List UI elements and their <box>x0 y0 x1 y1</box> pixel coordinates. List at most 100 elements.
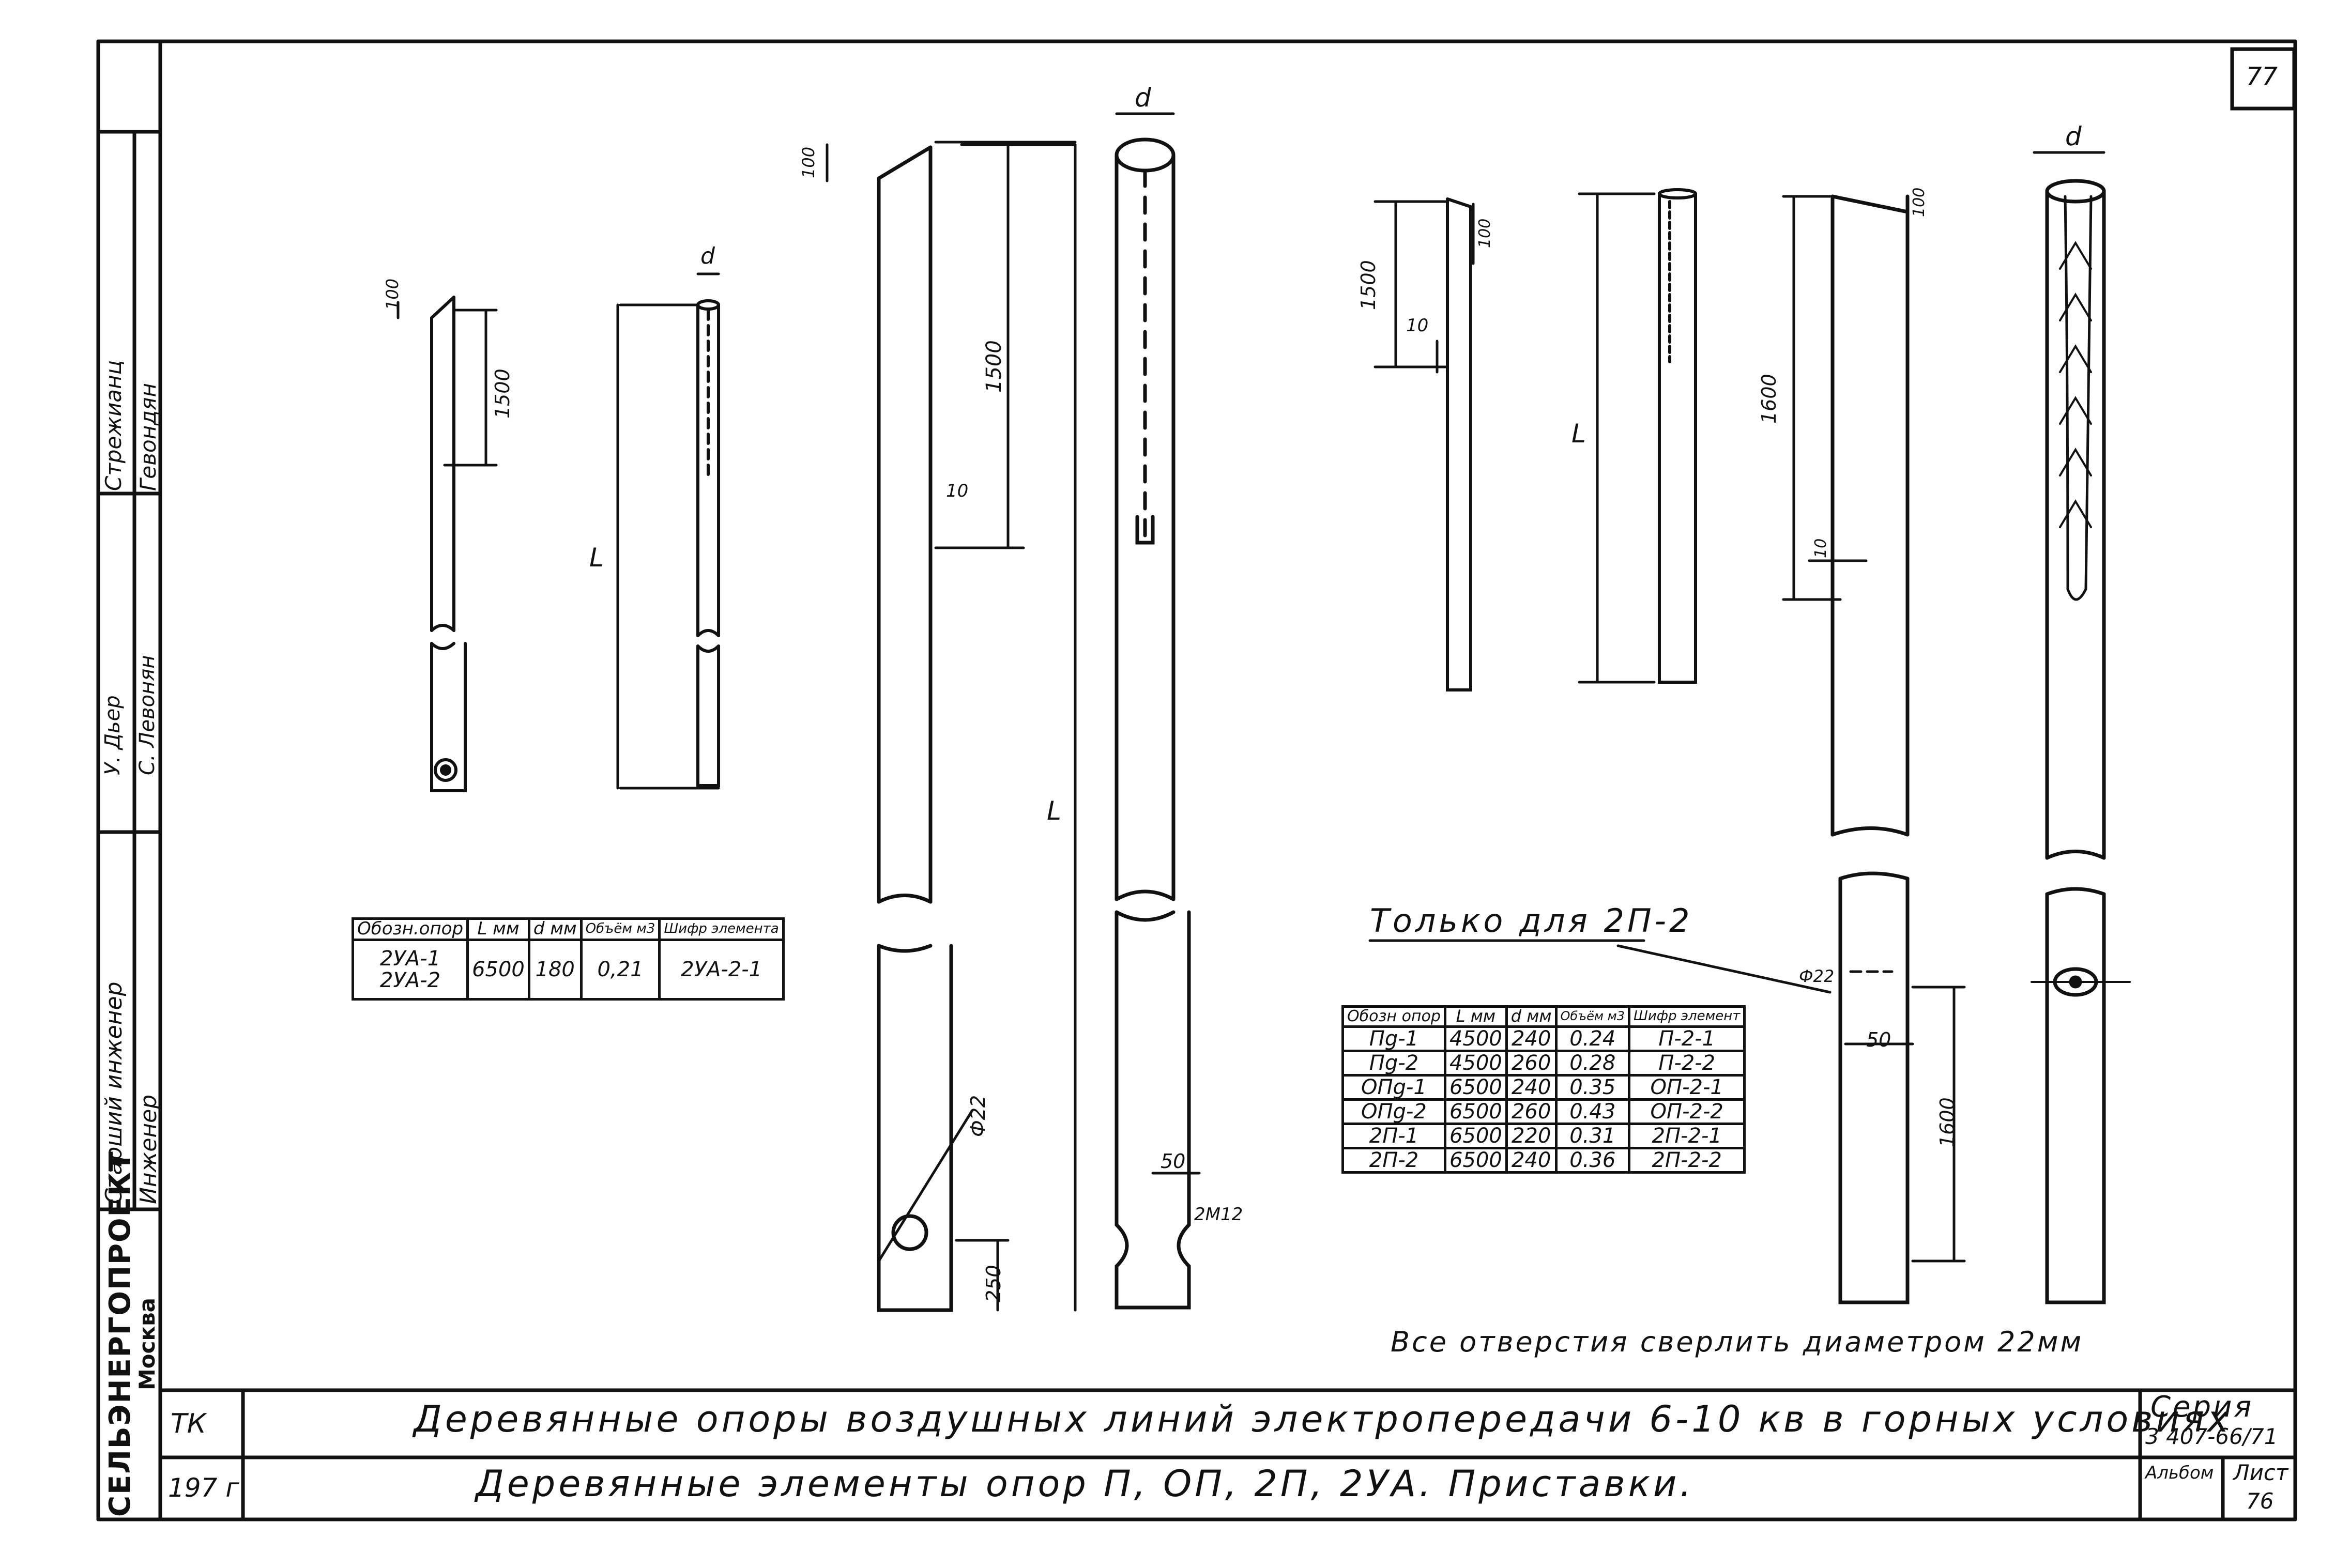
dim-10-b: 10 <box>946 481 969 501</box>
table-cell: 6500 <box>1443 1098 1508 1125</box>
dim-1600-b: 1600 <box>1936 1097 1959 1147</box>
table-cell: 6500 <box>1443 1073 1508 1101</box>
title-main: Деревянные опоры воздушных линий электро… <box>414 1398 2232 1440</box>
dim-d-2ua: d <box>700 243 715 269</box>
dim-1500-a: 1500 <box>491 368 514 419</box>
table-cell: 2П-2-1 <box>1628 1122 1746 1149</box>
dim-50-a: 50 <box>1161 1150 1186 1173</box>
dim-2m12: 2М12 <box>1194 1204 1243 1225</box>
title-year: 197 г <box>168 1473 239 1503</box>
table-header: Шифр элемента <box>658 917 785 941</box>
table-header: d мм <box>527 917 583 941</box>
table-header: d мм <box>1505 1005 1558 1028</box>
dim-50-b: 50 <box>1866 1028 1891 1051</box>
dim-100-c: 100 <box>1476 218 1494 248</box>
series-value: 3 407-66/71 <box>2145 1424 2278 1449</box>
table-cell: 4500 <box>1443 1025 1508 1052</box>
series-label: Серия <box>2150 1390 2254 1424</box>
signature-1: У. Дьер <box>101 695 125 775</box>
table-cell: 6500 <box>1443 1122 1508 1149</box>
table-p-op-2p: Обозн опор L мм d мм Объём м3 Шифр элеме… <box>1341 1005 1746 1174</box>
dim-1500-b: 1500 <box>982 340 1006 393</box>
signer-1: Гевондян <box>135 383 161 491</box>
dim-phi22-b: Ф22 <box>1799 966 1835 986</box>
table-header: Объём м3 <box>1554 1005 1631 1028</box>
org-name: СЕЛЬЭНЕРГОПРОЕКТ <box>103 1150 137 1517</box>
part-pole-round <box>1115 112 1201 1310</box>
part-2ua-full <box>616 272 720 790</box>
table-cell: 240 <box>1505 1025 1558 1052</box>
table-cell: 2П-1 <box>1341 1122 1446 1149</box>
table-cell: 0,21 <box>579 938 661 1001</box>
title-sub: Деревянные элементы опор П, ОП, 2П, 2УА.… <box>476 1463 1695 1505</box>
sheet-frame <box>96 39 2297 1521</box>
table-header: L мм <box>466 917 530 941</box>
album-label: Альбом <box>2145 1463 2214 1483</box>
table-row: Пg-1 4500 240 0.24 П-2-1 <box>1341 1025 1746 1052</box>
title-code: ТК <box>171 1408 206 1439</box>
dim-l-2ua: L <box>589 543 604 573</box>
org-city: Москва <box>134 1298 160 1390</box>
table-cell: 4500 <box>1443 1049 1508 1077</box>
table-cell: Пg-2 <box>1341 1049 1446 1077</box>
table-cell: 0.43 <box>1554 1098 1631 1125</box>
table-row: Обозн опор L мм d мм Объём м3 Шифр элеме… <box>1341 1005 1746 1028</box>
sheet-number: 77 <box>2246 62 2278 91</box>
table-row: 2УА-1 2УА-2 6500 180 0,21 2УА-2-1 <box>351 938 785 1001</box>
table-cell: ОПg-1 <box>1341 1073 1446 1101</box>
table-cell: 2П-2 <box>1341 1146 1446 1174</box>
table-header: Шифр элемент <box>1628 1005 1746 1028</box>
signature-2: С. Левонян <box>135 655 159 775</box>
sheet-label: Лист <box>2233 1460 2288 1485</box>
table-cell: 6500 <box>1443 1146 1508 1174</box>
dim-d-round: d <box>1135 83 1151 113</box>
part-thin-long <box>1578 188 1697 684</box>
dim-l-pole: L <box>1047 796 1061 826</box>
role-senior-engineer: Старший инженер <box>101 981 127 1204</box>
table-row: 2П-1 6500 220 0.31 2П-2-1 <box>1341 1122 1746 1149</box>
table-cell: ОП-2-2 <box>1628 1098 1746 1125</box>
dim-250: 250 <box>982 1265 1005 1302</box>
table-cell: 180 <box>527 938 583 1001</box>
dim-10-d: 10 <box>1812 538 1830 558</box>
part-pd-small <box>1373 197 1475 691</box>
dim-1500-c: 1500 <box>1357 260 1380 310</box>
dim-1600-a: 1600 <box>1758 374 1780 424</box>
table-cell: 2УА-2-1 <box>658 938 785 1001</box>
table-cell: 240 <box>1505 1146 1558 1174</box>
table-cell: 260 <box>1505 1098 1558 1125</box>
table-row: 2П-2 6500 240 0.36 2П-2-2 <box>1341 1146 1746 1174</box>
dim-100-b: 100 <box>799 146 818 178</box>
part-2p-cut <box>1782 194 1966 1304</box>
table-header: L мм <box>1443 1005 1508 1028</box>
table-row: Пg-2 4500 260 0.28 П-2-2 <box>1341 1049 1746 1077</box>
table-cell: 0.31 <box>1554 1122 1631 1149</box>
table-row: ОПg-1 6500 240 0.35 ОП-2-1 <box>1341 1073 1746 1101</box>
table-cell: 6500 <box>466 938 530 1001</box>
table-cell: 240 <box>1505 1073 1558 1101</box>
table-cell: 0.28 <box>1554 1049 1631 1077</box>
table-header: Обозн опор <box>1341 1005 1446 1028</box>
dim-phi22: Ф22 <box>967 1095 989 1137</box>
table-cell: ОПg-2 <box>1341 1098 1446 1125</box>
part-2ua-cut <box>396 296 498 792</box>
role-engineer: Инженер <box>135 1094 162 1204</box>
table-header: Обозн.опор <box>351 917 469 941</box>
part-pole-cut <box>826 141 1077 1312</box>
table-cell: 0.36 <box>1554 1146 1631 1174</box>
table-2ua: Обозн.опор L мм d мм Объём м3 Шифр элеме… <box>351 917 785 1001</box>
dim-d-2p-round: d <box>2065 121 2082 151</box>
part-2p-round <box>2031 151 2131 1304</box>
table-cell: 220 <box>1505 1122 1558 1149</box>
table-cell: Пg-1 <box>1341 1025 1446 1052</box>
table-row: Обозн.опор L мм d мм Объём м3 Шифр элеме… <box>351 917 785 941</box>
sheet-value: 76 <box>2246 1488 2274 1514</box>
table-cell: 2П-2-2 <box>1628 1146 1746 1174</box>
table-cell: 260 <box>1505 1049 1558 1077</box>
table-row: ОПg-2 6500 260 0.43 ОП-2-2 <box>1341 1098 1746 1125</box>
note-only-2p2: Только для 2П-2 <box>1370 902 1693 940</box>
table-cell: П-2-2 <box>1628 1049 1746 1077</box>
table-cell: П-2-1 <box>1628 1025 1746 1052</box>
table-header: Объём м3 <box>579 917 661 941</box>
